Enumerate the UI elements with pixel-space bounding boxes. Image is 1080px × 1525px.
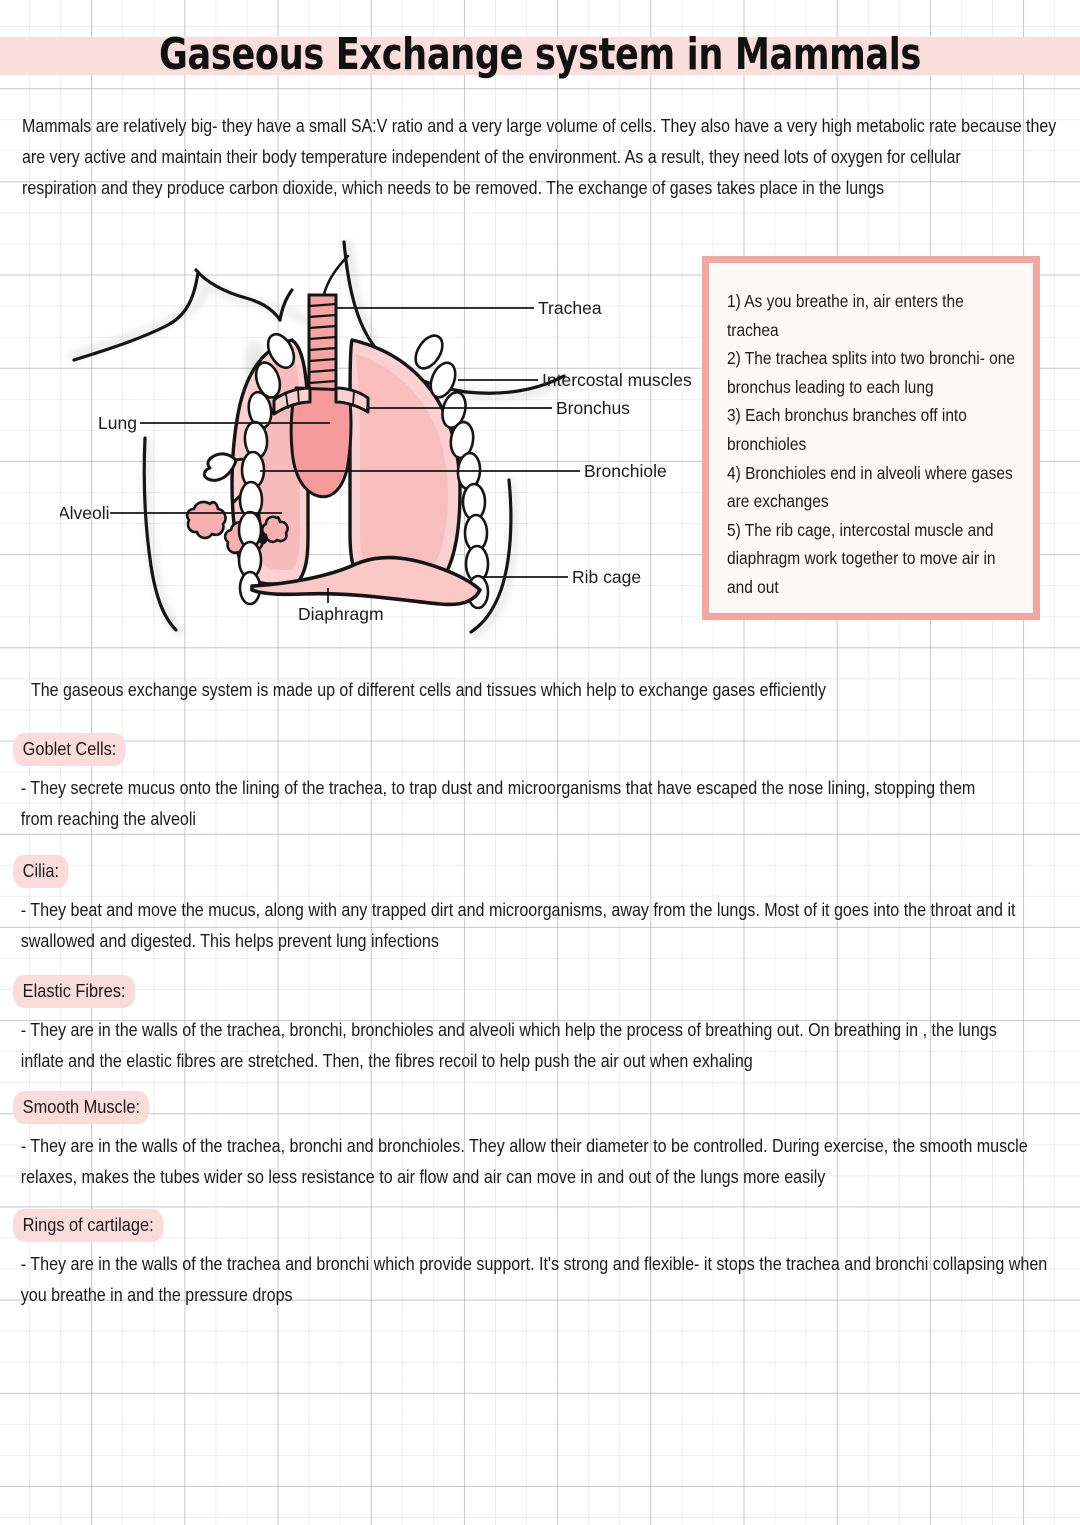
- step-item: 4) Bronchioles end in alveoli where gase…: [727, 462, 1013, 512]
- section-line: swallowed and digested. This helps preve…: [20, 930, 439, 951]
- title-banner: Gaseous Exchange system in Mammals: [0, 22, 1080, 94]
- subtitle-text: The gaseous exchange system is made up o…: [31, 679, 826, 700]
- section-cilia: Cilia: - They beat and move the mucus, a…: [0, 855, 1080, 956]
- step-item: 2) The trachea splits into two bronchi- …: [727, 348, 1016, 397]
- section-body-cilia: - They beat and move the mucus, along wi…: [0, 894, 1080, 956]
- intro-line-2: are very active and maintain their body …: [22, 146, 961, 168]
- section-line: from reaching the alveoli: [20, 808, 196, 829]
- intro-line-1: Mammals are relatively big- they have a …: [22, 115, 1057, 136]
- section-line: you breathe in and the pressure drops: [20, 1284, 293, 1305]
- page-title: Gaseous Exchange system in Mammals: [159, 29, 921, 80]
- diaphragm: [250, 555, 482, 607]
- breathing-steps-box: 1) As you breathe in, air enters the tra…: [702, 256, 1040, 620]
- section-body-rings-of-cartilage: - They are in the walls of the trachea a…: [0, 1248, 1080, 1310]
- intro-line-3: respiration and they produce carbon diox…: [22, 177, 884, 199]
- section-elastic-fibres: Elastic Fibres: - They are in the walls …: [0, 975, 1080, 1076]
- trachea-structure: [307, 254, 350, 400]
- section-heading-elastic-fibres: Elastic Fibres:: [13, 975, 136, 1008]
- section-line: - They beat and move the mucus, along wi…: [20, 899, 1016, 920]
- section-line: - They secrete mucus onto the lining of …: [20, 777, 976, 798]
- step-item: 1) As you breathe in, air enters the tra…: [727, 291, 964, 340]
- diagram-label-intercostal-muscles: Intercostal muscles: [542, 370, 692, 390]
- step-item: 5) The rib cage, intercostal muscle and …: [727, 519, 996, 597]
- section-line: inflate and the elastic fibres are stret…: [20, 1050, 753, 1071]
- section-line: - They are in the walls of the trachea a…: [20, 1253, 1048, 1274]
- intro-paragraph: Mammals are relatively big- they have a …: [22, 110, 1080, 204]
- section-goblet-cells: Goblet Cells: - They secrete mucus onto …: [0, 733, 1080, 834]
- breathing-steps-list: 1) As you breathe in, air enters the tra…: [727, 287, 1017, 602]
- diagram-label-alveoli: Alveoli: [60, 503, 110, 523]
- label-leader-lines: [110, 307, 580, 603]
- diagram-label-bronchus: Bronchus: [556, 398, 630, 418]
- section-body-elastic-fibres: - They are in the walls of the trachea, …: [0, 1014, 1080, 1076]
- section-smooth-muscle: Smooth Muscle: - They are in the walls o…: [0, 1091, 1080, 1192]
- diagram-label-diaphragm: Diaphragm: [298, 604, 384, 624]
- section-heading-cilia: Cilia:: [13, 855, 69, 888]
- step-item: 3) Each bronchus branches off into bronc…: [727, 405, 967, 454]
- title-highlight-bar: [0, 37, 1080, 75]
- section-line: - They are in the walls of the trachea, …: [20, 1019, 997, 1040]
- section-heading-smooth-muscle: Smooth Muscle:: [13, 1091, 150, 1124]
- section-line: relaxes, makes the tubes wider so less r…: [20, 1166, 826, 1187]
- section-rings-of-cartilage: Rings of cartilage: - They are in the wa…: [0, 1209, 1080, 1310]
- section-heading-rings-of-cartilage: Rings of cartilage:: [13, 1209, 164, 1242]
- diagram-label-lung: Lung: [98, 413, 137, 433]
- section-body-smooth-muscle: - They are in the walls of the trachea, …: [0, 1130, 1080, 1192]
- diagram-label-trachea: Trachea: [538, 298, 602, 318]
- section-line: - They are in the walls of the trachea, …: [20, 1135, 1028, 1156]
- bronchus-ring-marks: [285, 389, 355, 409]
- alveoli-clusters: [185, 500, 289, 558]
- gaseous-exchange-lungs-diagram: Trachea Intercostal muscles Bronchus Bro…: [60, 228, 710, 640]
- section-body-goblet-cells: - They secrete mucus onto the lining of …: [0, 772, 1080, 834]
- diagram-label-rib-cage: Rib cage: [572, 567, 641, 587]
- heart-shape: [289, 386, 353, 499]
- section-heading-goblet-cells: Goblet Cells:: [13, 733, 127, 766]
- diagram-label-bronchiole: Bronchiole: [584, 461, 667, 481]
- bronchi: [272, 386, 370, 416]
